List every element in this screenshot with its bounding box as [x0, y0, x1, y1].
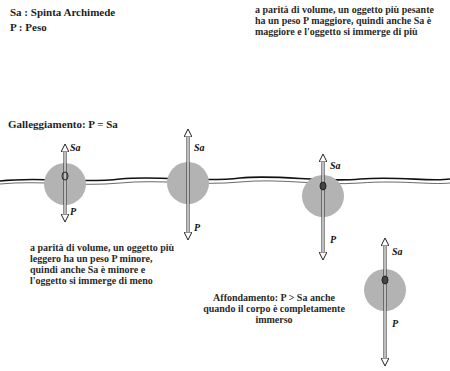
- force-label: Sa: [70, 142, 81, 153]
- force-label: Sa: [194, 142, 205, 153]
- force-label: Sa: [392, 246, 403, 257]
- note-text: a parità di volume, un oggetto più legge…: [30, 242, 180, 286]
- force-label: P: [330, 234, 336, 245]
- note-text: Affondamento: P > Sa anche quando il cor…: [198, 292, 350, 325]
- force-label: Sa: [330, 160, 341, 171]
- force-label: P: [194, 222, 200, 233]
- legend-text: P : Peso: [10, 21, 47, 33]
- heading-note: Galleggiamento: P = Sa: [8, 118, 118, 130]
- force-label: P: [70, 206, 76, 217]
- legend-text: Sa : Spinta Archimede: [10, 6, 115, 18]
- force-label: P: [392, 318, 398, 329]
- note-text: a parità di volume, un oggetto più pesan…: [255, 4, 443, 37]
